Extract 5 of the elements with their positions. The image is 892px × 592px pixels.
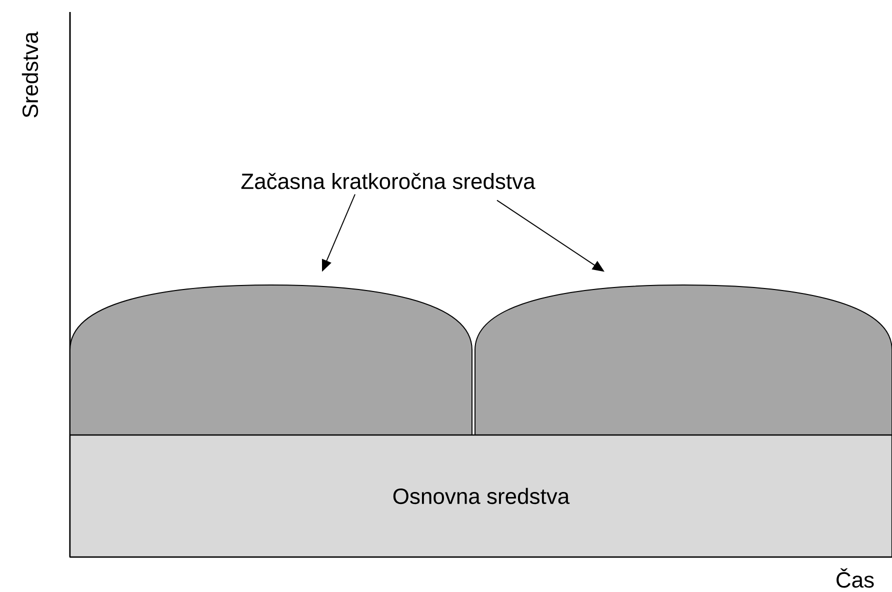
callout-text: Začasna kratkoročna sredstva <box>241 172 536 190</box>
dome-shape <box>70 284 472 436</box>
axis-label: Sredstva <box>22 32 38 118</box>
dome-shape <box>474 284 892 436</box>
base-band: Osnovna sredstva <box>69 434 892 558</box>
